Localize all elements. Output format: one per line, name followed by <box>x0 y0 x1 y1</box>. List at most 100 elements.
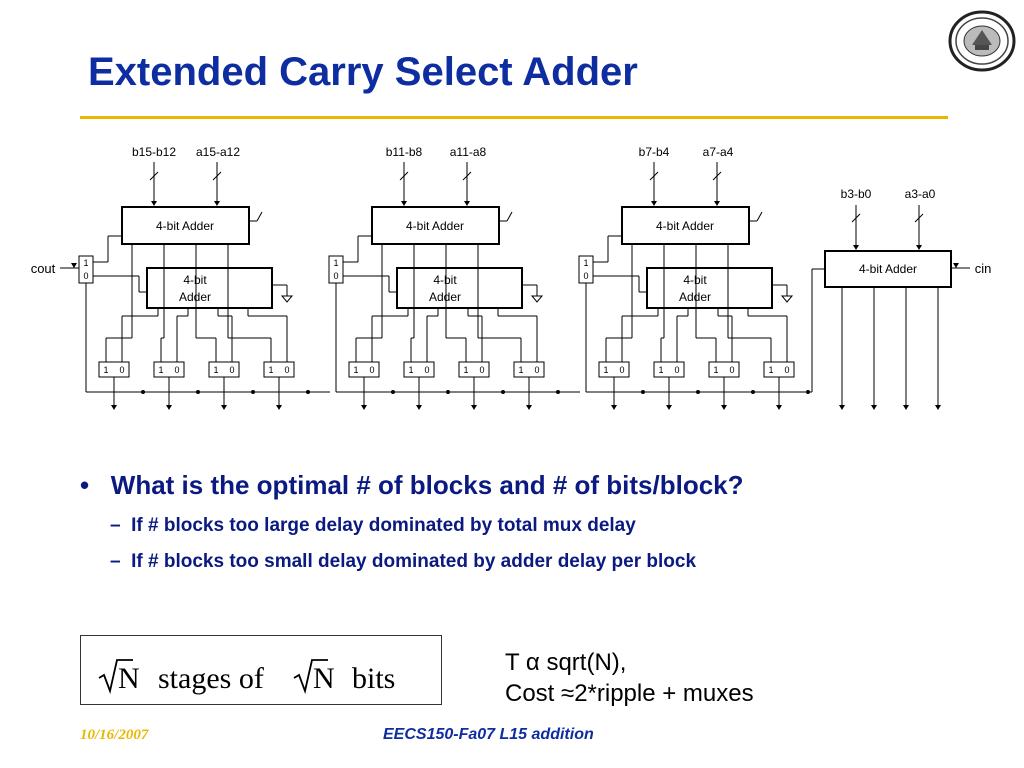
arrow-head <box>214 201 220 206</box>
junction-dot <box>251 390 255 394</box>
junction-dot <box>391 390 395 394</box>
junction-dot <box>806 390 810 394</box>
title-rule <box>80 116 948 119</box>
adder-bottom-box <box>146 267 273 309</box>
slide-title: Extended Carry Select Adder <box>88 50 638 94</box>
adder-bottom-label-2: Adder <box>679 290 711 304</box>
adder-bottom-label-1: 4-bit <box>683 273 707 287</box>
sum-mux-one-label: 1 <box>213 365 218 375</box>
junction-dot <box>501 390 505 394</box>
junction-dot <box>641 390 645 394</box>
arrow-head <box>853 245 859 250</box>
sum-mux-zero-label: 0 <box>369 365 374 375</box>
sum-output-arrow <box>871 405 877 410</box>
sum-mux-zero-label: 0 <box>479 365 484 375</box>
sum-mux-zero-label: 0 <box>729 365 734 375</box>
sum-mux-zero-label: 0 <box>674 365 679 375</box>
junction-dot <box>446 390 450 394</box>
adder-bottom-label-2: Adder <box>179 290 211 304</box>
sum-output-arrow <box>221 405 227 410</box>
sum-mux-one-label: 1 <box>603 365 608 375</box>
main-bullet: • What is the optimal # of blocks and # … <box>80 470 744 500</box>
junction-dot <box>556 390 560 394</box>
formula-n1: N <box>118 662 140 695</box>
junction-dot <box>696 390 700 394</box>
arrow-head <box>401 201 407 206</box>
sum-mux-one-label: 1 <box>408 365 413 375</box>
carry-in-one-mark <box>506 211 513 222</box>
sum-mux-one-label: 1 <box>518 365 523 375</box>
adder-top-label: 4-bit Adder <box>406 219 464 233</box>
bus-width-mark <box>399 171 409 181</box>
cout-label: cout <box>31 261 56 276</box>
formula-stages-of: stages of <box>158 662 264 695</box>
sum-mux-zero-label: 0 <box>119 365 124 375</box>
ground-icon <box>780 295 794 303</box>
adder-bottom-label-2: Adder <box>429 290 461 304</box>
sum-mux-zero-label: 0 <box>534 365 539 375</box>
sum-output-arrow <box>526 405 532 410</box>
sum-output-arrow <box>276 405 282 410</box>
sum-mux-one-label: 1 <box>768 365 773 375</box>
sum-output-arrow <box>903 405 909 410</box>
formula-n2: N <box>313 662 335 695</box>
bus-width-mark <box>851 213 861 223</box>
carry-mux-one-label: 1 <box>583 258 588 268</box>
input-b-label: b3-b0 <box>841 187 872 201</box>
sum-mux-one-label: 1 <box>158 365 163 375</box>
sum-mux-zero-label: 0 <box>229 365 234 375</box>
bus-width-mark <box>212 171 222 181</box>
sum-mux-zero-label: 0 <box>284 365 289 375</box>
adder-bottom-box <box>396 267 523 309</box>
carry-mux-one-label: 1 <box>83 258 88 268</box>
sum-output-arrow <box>776 405 782 410</box>
sum-mux-zero-label: 0 <box>424 365 429 375</box>
sum-mux-zero-label: 0 <box>174 365 179 375</box>
sum-output-arrow <box>611 405 617 410</box>
sum-output-arrow <box>666 405 672 410</box>
input-a-label: a3-a0 <box>905 187 936 201</box>
bus-width-mark <box>462 171 472 181</box>
sum-output-arrow <box>721 405 727 410</box>
note-line-2: Cost ≈2*ripple + muxes <box>505 680 754 707</box>
junction-dot <box>196 390 200 394</box>
carry-mux-zero-label: 0 <box>333 271 338 281</box>
arrow-head <box>714 201 720 206</box>
bus-width-mark <box>649 171 659 181</box>
adder-top-label: 4-bit Adder <box>656 219 714 233</box>
bus-width-mark <box>914 213 924 223</box>
note-line-1: T α sqrt(N), <box>505 649 627 676</box>
arrow-head <box>151 201 157 206</box>
arrow-head <box>464 201 470 206</box>
adder-last-label: 4-bit Adder <box>859 262 917 276</box>
ground-icon <box>530 295 544 303</box>
cin-label: cin <box>975 261 992 276</box>
carry-in-one-mark <box>256 211 263 222</box>
sum-output-arrow <box>111 405 117 410</box>
input-a-label: a15-a12 <box>196 145 240 159</box>
bus-width-mark <box>712 171 722 181</box>
junction-dot <box>751 390 755 394</box>
arrow-head <box>651 201 657 206</box>
sub-bullet-2: – If # blocks too small delay dominated … <box>110 551 697 572</box>
formula-bits: bits <box>352 662 395 695</box>
footer-date: 10/16/2007 <box>80 727 149 743</box>
footer-course: EECS150-Fa07 L15 addition <box>383 726 594 743</box>
carry-in-one-mark <box>756 211 763 222</box>
sum-output-arrow <box>471 405 477 410</box>
sum-mux-one-label: 1 <box>658 365 663 375</box>
ground-icon <box>280 295 294 303</box>
carry-mux-zero-label: 0 <box>583 271 588 281</box>
adder-top-label: 4-bit Adder <box>156 219 214 233</box>
junction-dot <box>141 390 145 394</box>
sum-output-arrow <box>935 405 941 410</box>
sum-output-arrow <box>839 405 845 410</box>
adder-top-box <box>121 206 250 245</box>
sum-output-arrow <box>416 405 422 410</box>
adder-top-box <box>371 206 500 245</box>
adder-bottom-box <box>646 267 773 309</box>
input-b-label: b7-b4 <box>639 145 670 159</box>
sub-bullet-1: – If # blocks too large delay dominated … <box>110 515 636 536</box>
sum-mux-one-label: 1 <box>353 365 358 375</box>
